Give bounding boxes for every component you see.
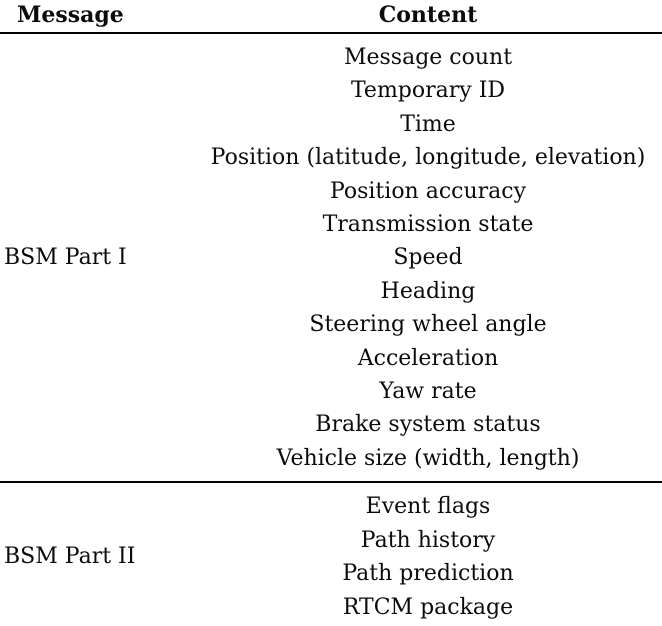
content-item: Position (latitude, longitude, elevation… bbox=[210, 145, 646, 171]
content-item: Transmission state bbox=[322, 212, 534, 238]
message-cell-part-2: BSM Part II bbox=[4, 544, 136, 570]
column-header-message: Message bbox=[17, 2, 124, 28]
content-item: Yaw rate bbox=[379, 379, 477, 405]
content-cell-part-2: Event flags Path history Path prediction… bbox=[194, 483, 662, 626]
table-row-bsm-part-1: BSM Part I Message count Temporary ID Ti… bbox=[0, 34, 662, 484]
content-item: Position accuracy bbox=[329, 178, 527, 204]
content-cell-part-1: Message count Temporary ID Time Position… bbox=[194, 34, 662, 481]
table-row-bsm-part-2: BSM Part II Event flags Path history Pat… bbox=[0, 483, 662, 626]
column-header-content: Content bbox=[378, 2, 478, 28]
table-header-row: Message Content bbox=[0, 0, 662, 34]
content-item: Speed bbox=[393, 245, 463, 271]
content-item: Heading bbox=[380, 278, 476, 304]
content-item: RTCM package bbox=[342, 594, 514, 620]
content-item: Message count bbox=[343, 45, 513, 70]
content-item: Temporary ID bbox=[350, 78, 506, 104]
content-item: Acceleration bbox=[357, 345, 499, 371]
message-cell-part-1: BSM Part I bbox=[4, 245, 127, 271]
content-item: Path history bbox=[360, 527, 496, 553]
content-item: Vehicle size (width, length) bbox=[276, 445, 580, 471]
content-item: Steering wheel angle bbox=[309, 312, 547, 338]
content-item: Brake system status bbox=[315, 412, 541, 438]
content-item: Event flags bbox=[365, 494, 491, 520]
content-item: Path prediction bbox=[342, 561, 514, 587]
content-item: Time bbox=[400, 111, 456, 137]
